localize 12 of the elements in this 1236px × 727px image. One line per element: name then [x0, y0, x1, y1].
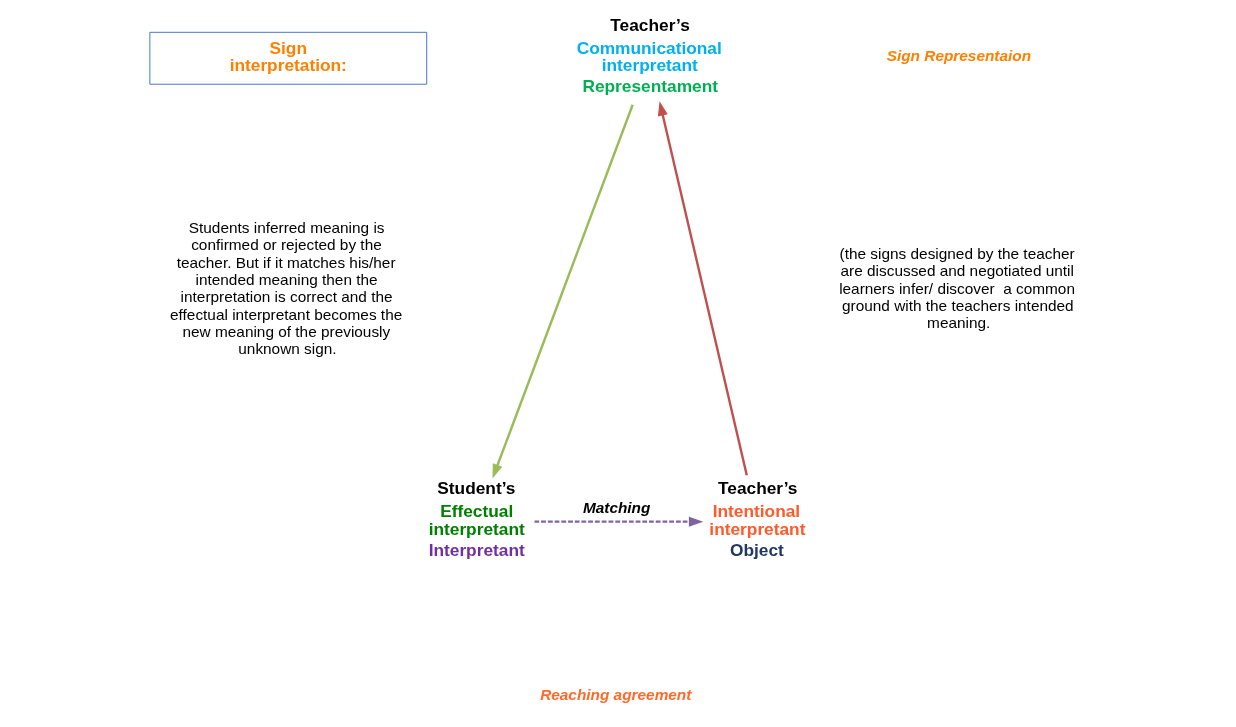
label: Students inferred meaning is confirmed or rejected by the teacher. But if it matches his/her intended meaning then the interpretation is correct and the effectual interpretant becomes the new meaning of the previously unknown sign.: [169, 219, 402, 358]
edge-label: Matching: [582, 498, 650, 516]
label: Reaching agreement: [539, 686, 691, 704]
arrow: [534, 516, 703, 527]
node-box: Sign interpretation:: [148, 31, 427, 85]
label: (the signs designed by the teacher are discussed and negotiated until learners infer/ discover a common ground with the teachers intended meaning.: [838, 245, 1075, 332]
label: Sign Representaion: [886, 46, 1031, 64]
node-text: Teacher’s Intentional interpretant Object: [708, 478, 805, 560]
node-text: Student’s Effectual interpretant Interpretant: [428, 478, 525, 560]
arrow: [657, 101, 748, 476]
node-text: Teacher’s Communicational interpretant Representament: [576, 14, 722, 97]
arrow: [492, 104, 634, 479]
